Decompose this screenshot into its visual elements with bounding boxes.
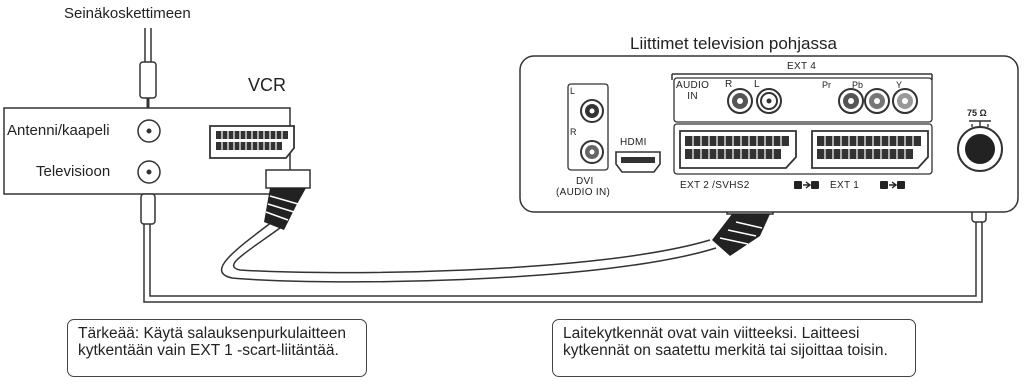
note-important: Tärkeää: Käytä salauksenpurkulaitteen ky…	[67, 319, 367, 377]
dvi-label: DVI	[576, 176, 594, 187]
dvi-sub-label: (AUDIO IN)	[556, 187, 611, 198]
pb-jack	[864, 88, 890, 114]
audio-l-label: L	[754, 79, 760, 90]
hdmi-label: HDMI	[620, 137, 647, 148]
audio-r-jack	[727, 88, 753, 114]
y-jack	[892, 88, 918, 114]
scart-cable	[220, 221, 717, 283]
wall-outlet-label: Seinäkoskettimeen	[64, 5, 191, 22]
wall-antenna-cable	[139, 28, 157, 108]
dvi-r-label: R	[570, 127, 577, 137]
scart-io-icon-ext1	[880, 181, 905, 189]
ext1-label: EXT 1	[830, 180, 860, 191]
ohm-symbol	[969, 120, 991, 127]
vcr-scart-socket	[209, 125, 295, 159]
ext2-scart-socket	[679, 130, 797, 169]
pb-label: Pb	[852, 80, 864, 90]
ext4-label: EXT 4	[787, 61, 817, 72]
audio-l-jack	[756, 88, 782, 114]
scart-panel	[673, 123, 933, 175]
antenna-in-socket	[137, 119, 161, 143]
ext1-scart-socket	[811, 130, 929, 169]
vcr-title: VCR	[248, 75, 287, 95]
audio-r-label: R	[725, 79, 733, 90]
audio-in-label: AUDIO IN	[676, 80, 710, 102]
dvi-l-label: L	[570, 86, 576, 96]
antenna-out-socket	[137, 160, 161, 184]
antenna-in-label: Antenni/kaapeli	[7, 122, 110, 139]
hdmi-socket	[615, 151, 661, 173]
tv-panel-title: Liittimet television pohjassa	[630, 34, 837, 53]
dvi-r-jack	[580, 140, 604, 164]
pr-label: Pr	[822, 80, 831, 90]
tv-out-label: Televisioon	[36, 163, 111, 180]
scart-io-icon-ext2	[794, 181, 819, 189]
pr-jack	[838, 88, 864, 114]
y-label: Y	[896, 80, 903, 90]
ext4-panel	[673, 77, 933, 123]
note-reference: Laitekytkennät ovat vain viitteeksi. Lai…	[552, 319, 916, 377]
ext2-label: EXT 2 /SVHS2	[680, 180, 750, 191]
tv-antenna-socket	[957, 126, 1003, 172]
vcr-scart-plug	[264, 169, 311, 230]
dvi-l-jack	[580, 99, 604, 123]
antenna-ohm-label: 75 Ω	[967, 108, 987, 118]
